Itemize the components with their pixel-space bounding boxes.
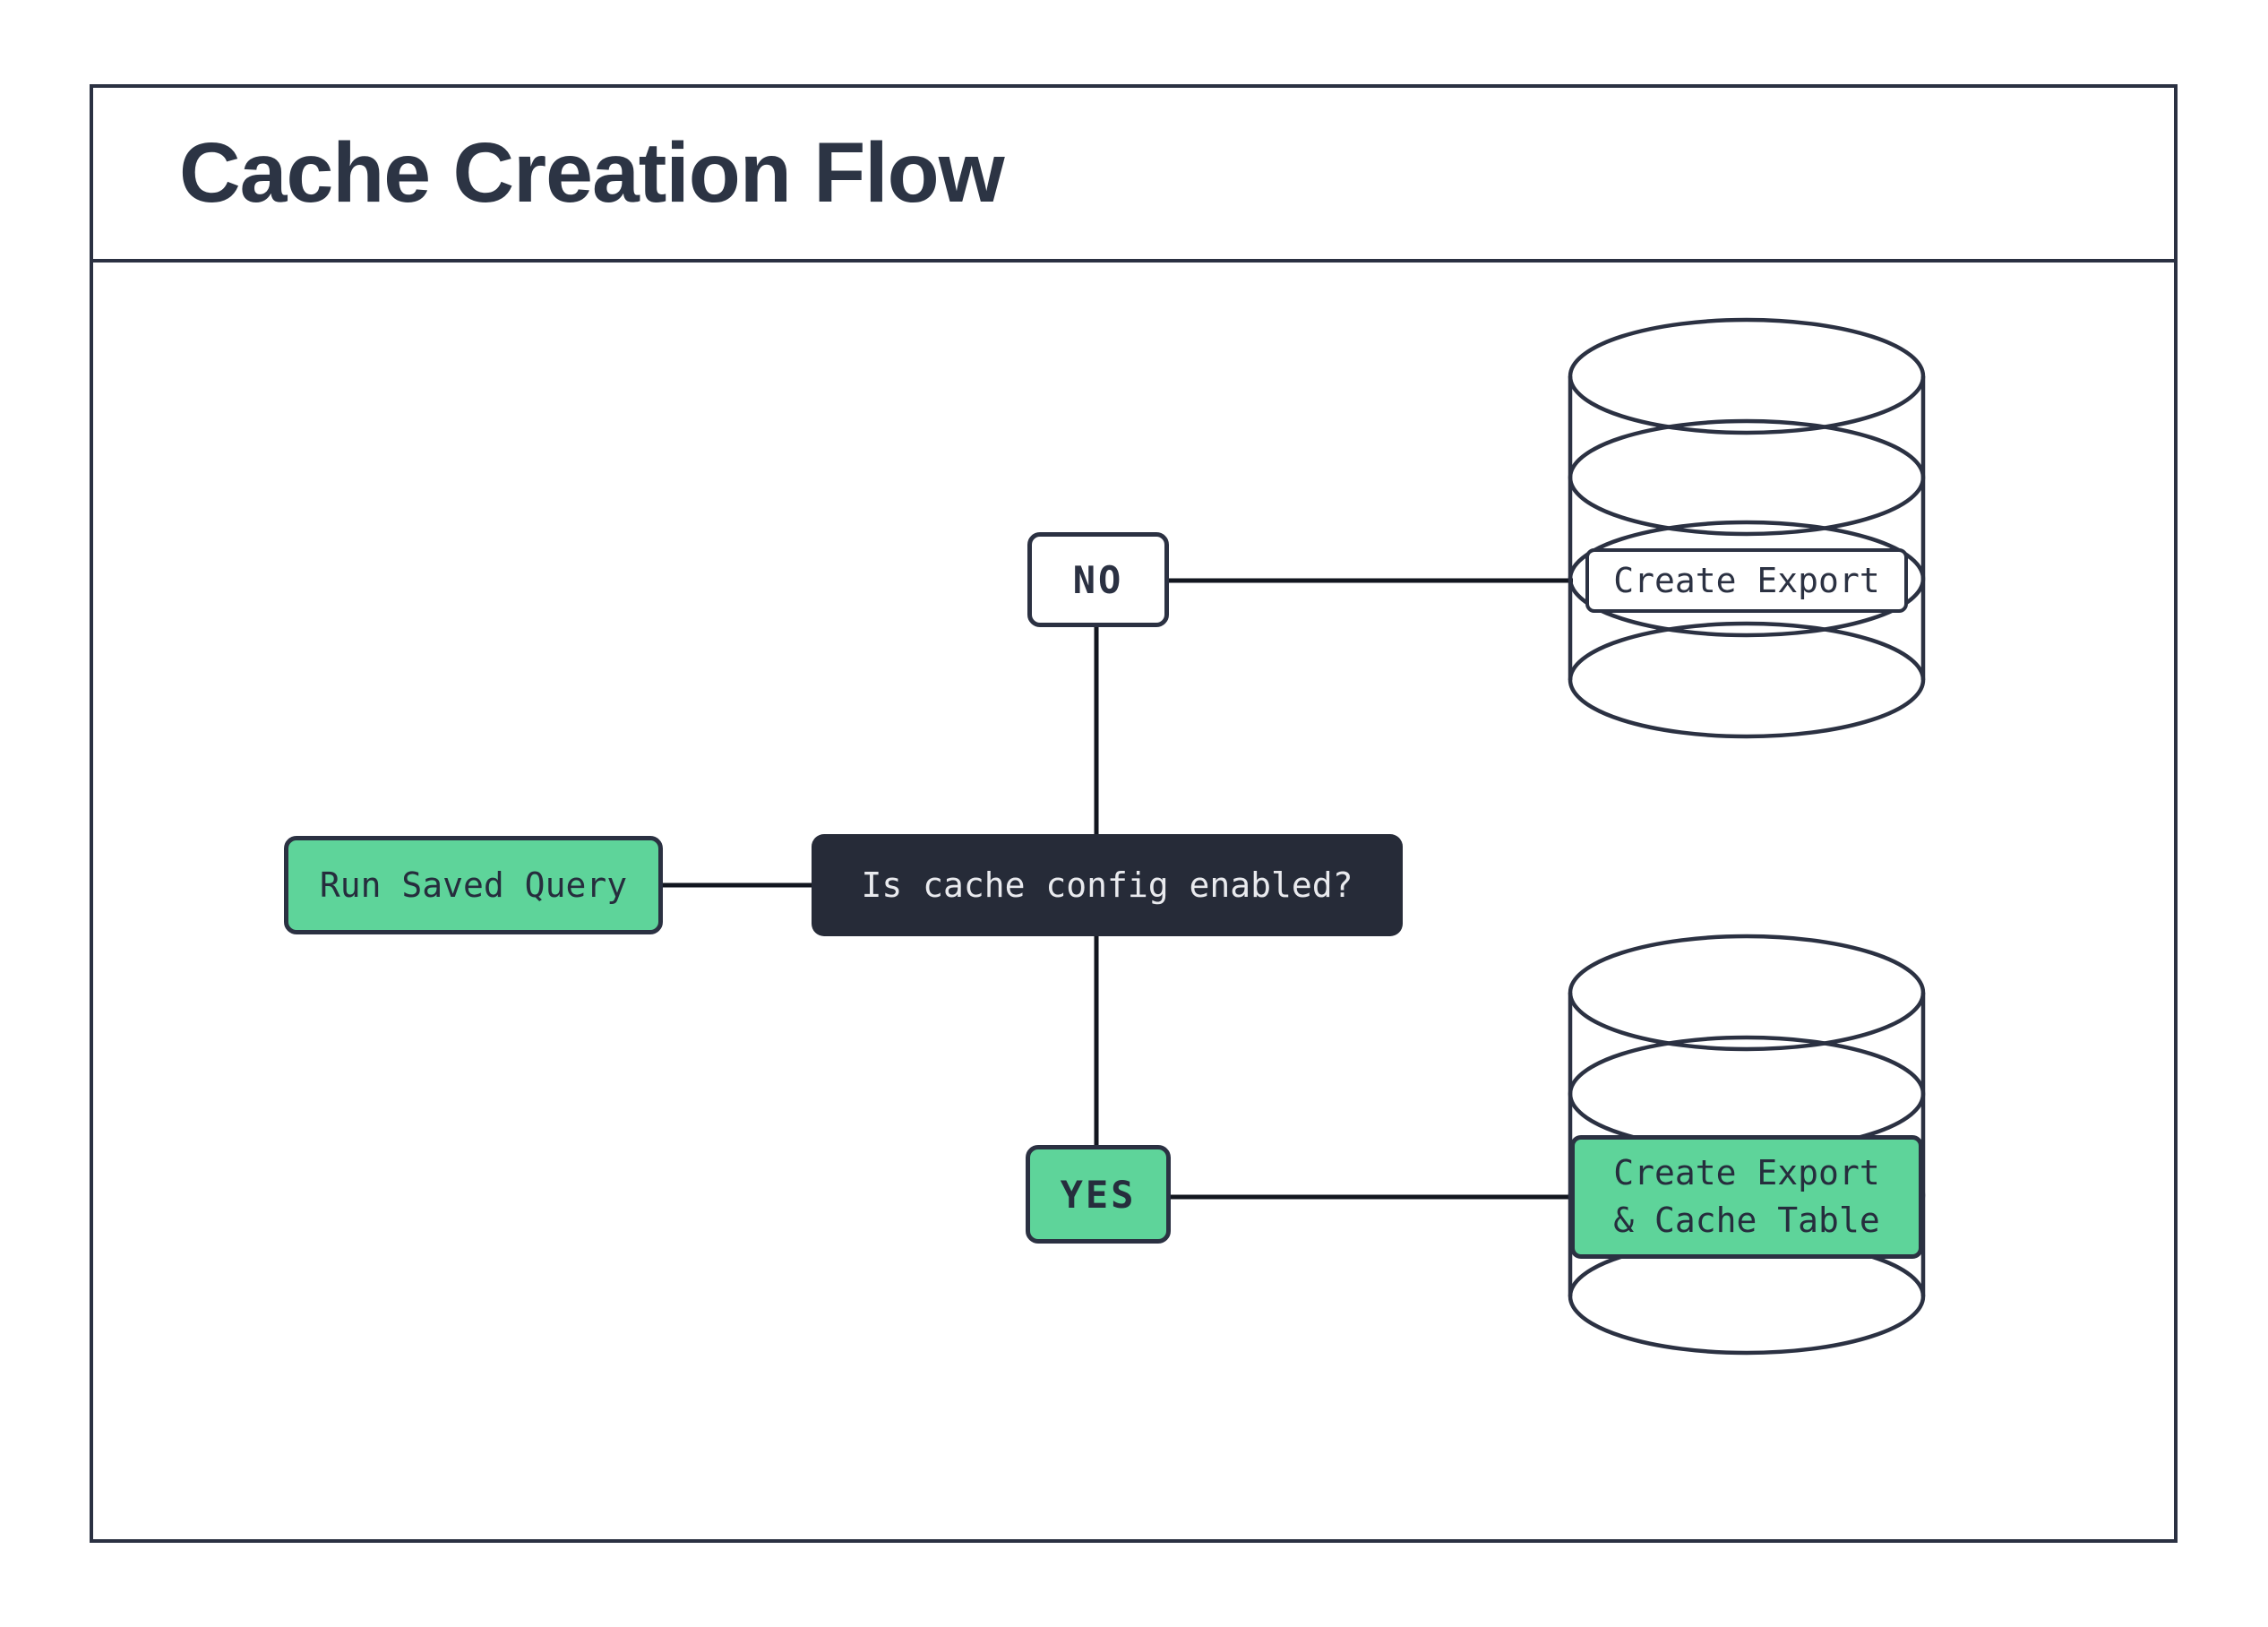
node-branch-no-label: NO — [1072, 557, 1124, 602]
connector-group — [661, 578, 1573, 1200]
node-run-saved-query-label: Run Saved Query — [319, 865, 628, 905]
node-branch-yes: YES — [1026, 1145, 1171, 1244]
label-create-export-cache-table: Create Export & Cache Table — [1570, 1135, 1923, 1259]
label-create-export: Create Export — [1585, 548, 1908, 613]
node-question-label: Is cache config enabled? — [861, 865, 1353, 905]
label-create-export-cache-line2: & Cache Table — [1613, 1201, 1880, 1240]
title-bar: Cache Creation Flow — [93, 88, 2174, 263]
node-run-saved-query: Run Saved Query — [284, 836, 663, 934]
label-create-export-text: Create Export — [1613, 561, 1880, 600]
node-branch-yes-label: YES — [1060, 1172, 1137, 1217]
node-question: Is cache config enabled? — [812, 834, 1403, 936]
database-cylinder-top-icon — [1568, 317, 1926, 739]
label-create-export-cache-line1: Create Export — [1613, 1152, 1880, 1192]
page-title: Cache Creation Flow — [179, 125, 1005, 220]
node-branch-no: NO — [1027, 532, 1169, 627]
